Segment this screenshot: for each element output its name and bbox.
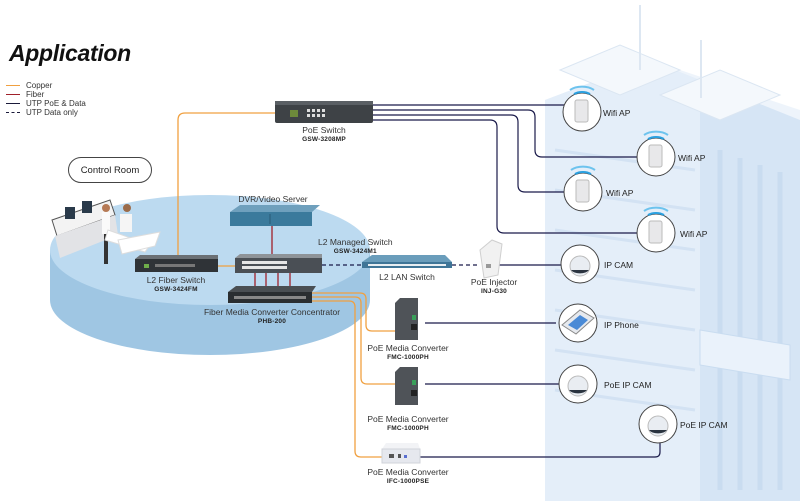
dvr-label: DVR/Video Server xyxy=(238,194,308,204)
office-building xyxy=(545,5,800,501)
endpoint-label-wifi-ap-2: Wifi AP xyxy=(678,153,706,163)
endpoint-label-ip-cam: IP CAM xyxy=(604,260,634,270)
endpoint-ip-phone[interactable] xyxy=(558,303,598,343)
endpoint-wifi-ap-3[interactable] xyxy=(563,165,603,212)
poe-switch-device[interactable] xyxy=(275,101,373,123)
control-room-operators-illustration xyxy=(51,199,161,264)
endpoint-wifi-ap-4[interactable] xyxy=(636,206,676,253)
legend-copper: Copper xyxy=(6,81,86,90)
line-legend: Copper Fiber UTP PoE & Data UTP Data onl… xyxy=(6,81,86,117)
endpoint-label-wifi-ap-1: Wifi AP xyxy=(603,108,631,118)
l2-fiber-switch-device[interactable] xyxy=(135,255,218,272)
utp-poe-links xyxy=(373,104,661,458)
legend-utp-poe-data: UTP PoE & Data xyxy=(6,99,86,108)
endpoint-label-poe-ip-cam-1: PoE IP CAM xyxy=(604,380,652,390)
endpoint-wifi-ap-1[interactable] xyxy=(562,85,602,132)
media-converter-3-device[interactable] xyxy=(381,443,421,464)
legend-utp-data-only: UTP Data only xyxy=(6,108,86,117)
endpoint-label-wifi-ap-4: Wifi AP xyxy=(680,229,708,239)
endpoint-label-wifi-ap-3: Wifi AP xyxy=(606,188,634,198)
page-title: Application xyxy=(9,40,131,66)
l2-managed-switch-device[interactable] xyxy=(235,254,322,273)
control-room-label: Control Room xyxy=(68,157,152,183)
endpoint-ip-cam[interactable] xyxy=(560,244,600,284)
l2-lan-switch-label: L2 LAN Switch xyxy=(379,272,435,282)
legend-fiber: Fiber xyxy=(6,90,86,99)
endpoint-poe-ip-cam-1[interactable] xyxy=(558,364,598,404)
l2-lan-switch-device[interactable] xyxy=(362,255,452,268)
endpoint-wifi-ap-2[interactable] xyxy=(636,130,676,177)
copper-links xyxy=(177,112,395,458)
endpoint-label-ip-phone: IP Phone xyxy=(604,320,639,330)
endpoint-label-poe-ip-cam-2: PoE IP CAM xyxy=(680,420,728,430)
endpoint-poe-ip-cam-2[interactable] xyxy=(638,404,678,444)
media-converter-2-device[interactable] xyxy=(395,367,418,405)
dvr-video-server-device[interactable] xyxy=(230,205,320,226)
fiber-media-converter-concentrator-device[interactable] xyxy=(228,286,316,303)
poe-injector-device[interactable] xyxy=(479,239,503,279)
media-converter-1-device[interactable] xyxy=(395,298,418,340)
